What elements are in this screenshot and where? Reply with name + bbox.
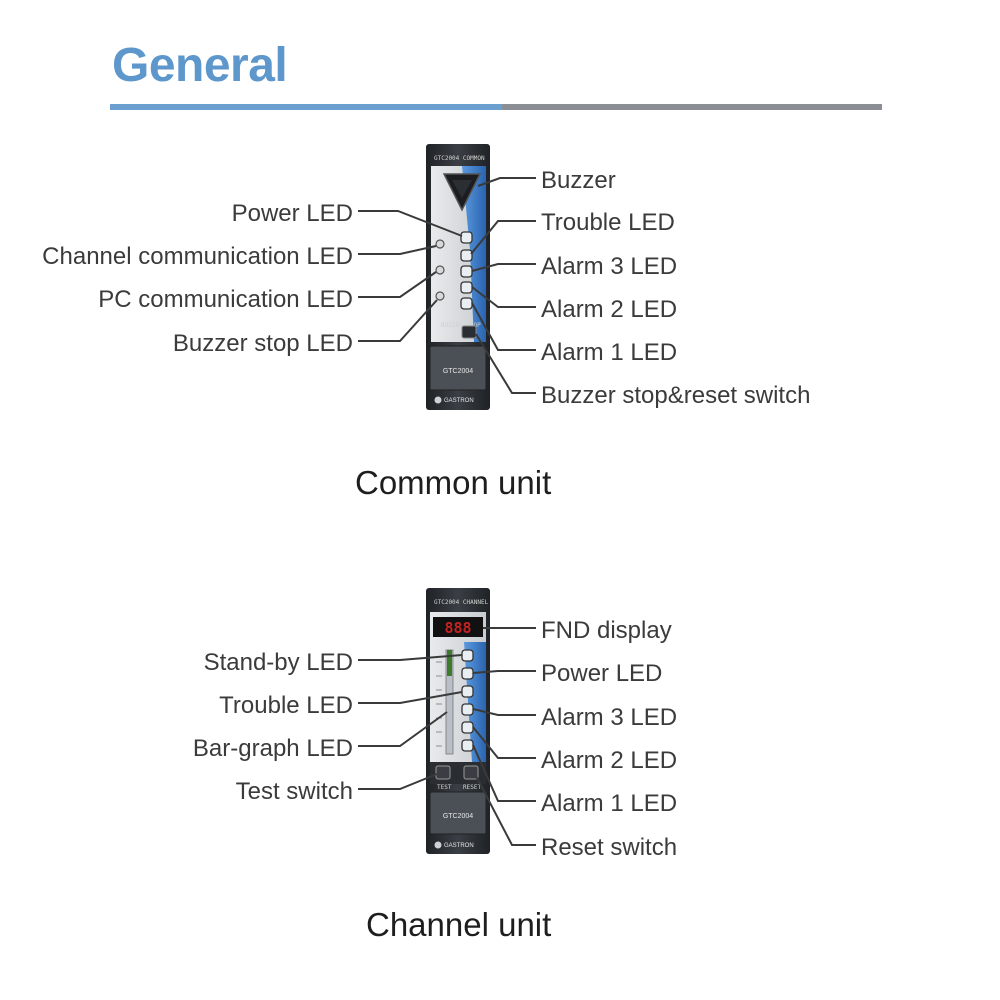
common-unit-device: GTC2004 COMMON BUZZER STOP GTC2004 GASTR… bbox=[426, 144, 490, 410]
common-device-blue-stripe bbox=[462, 166, 486, 342]
common-right-label-trouble-led: Trouble LED bbox=[541, 209, 675, 236]
test-switch-key-text: TEST bbox=[437, 784, 452, 791]
channel-alarm-2-led-icon bbox=[461, 721, 474, 734]
page-title: General bbox=[112, 39, 288, 92]
common-leader-lines bbox=[358, 177, 536, 394]
common-left-label-channel-communication-led: Channel communication LED bbox=[42, 243, 353, 270]
channel-right-label-alarm-3-led: Alarm 3 LED bbox=[541, 704, 677, 731]
common-brand-logo-icon bbox=[434, 396, 442, 404]
channel-trouble-led-icon bbox=[461, 685, 474, 698]
stand-by-led-icon bbox=[461, 649, 474, 662]
channel-right-label-fnd-display: FND display bbox=[541, 617, 672, 644]
channel-leader-lines bbox=[358, 627, 536, 846]
channel-left-label-test-switch: Test switch bbox=[236, 778, 353, 805]
fnd-display-digits: 888 bbox=[444, 619, 471, 637]
channel-left-label-trouble-led: Trouble LED bbox=[219, 692, 353, 719]
channel-right-label-alarm-2-led: Alarm 2 LED bbox=[541, 747, 677, 774]
channel-unit-device: GTC2004 CHANNEL 888 TEST RESET GTC2004 bbox=[426, 588, 490, 854]
channel-brand-logo-icon bbox=[434, 841, 442, 849]
channel-device-model: GTC2004 bbox=[443, 813, 473, 820]
common-right-label-buzzer: Buzzer bbox=[541, 167, 616, 194]
title-underline-accent bbox=[110, 104, 502, 110]
common-device-brand: GASTRON bbox=[444, 398, 474, 404]
common-unit-caption: Common unit bbox=[355, 464, 552, 501]
buzzer-stop-led-icon bbox=[435, 291, 445, 301]
common-right-label-buzzer-stop-reset-switch: Buzzer stop&reset switch bbox=[541, 382, 810, 409]
channel-right-label-power-led: Power LED bbox=[541, 660, 662, 687]
channel-device-cover bbox=[429, 791, 487, 835]
reset-switch-icon bbox=[463, 765, 479, 780]
trouble-led-icon bbox=[460, 249, 473, 262]
alarm-1-led-icon bbox=[460, 297, 473, 310]
channel-right-label-reset-switch: Reset switch bbox=[541, 834, 677, 861]
common-device-model: GTC2004 bbox=[443, 368, 473, 375]
test-switch-icon bbox=[435, 765, 451, 780]
channel-power-led-icon bbox=[461, 667, 474, 680]
channel-left-label-bar-graph-led: Bar-graph LED bbox=[193, 735, 353, 762]
alarm-2-led-icon bbox=[460, 281, 473, 294]
reset-switch-key-text: RESET bbox=[463, 784, 481, 791]
common-left-label-pc-communication-led: PC communication LED bbox=[98, 286, 353, 313]
title-underline-gray bbox=[502, 104, 882, 110]
fnd-display-icon bbox=[433, 617, 483, 637]
channel-device-top-text: GTC2004 CHANNEL bbox=[434, 599, 489, 606]
channel-alarm-1-led-icon bbox=[461, 739, 474, 752]
channel-device-brand: GASTRON bbox=[444, 843, 474, 849]
channel-right-label-alarm-1-led: Alarm 1 LED bbox=[541, 790, 677, 817]
common-right-label-alarm-1-led: Alarm 1 LED bbox=[541, 339, 677, 366]
common-right-label-alarm-3-led: Alarm 3 LED bbox=[541, 253, 677, 280]
channel-communication-led-icon bbox=[435, 239, 445, 249]
common-device-cover bbox=[429, 345, 487, 391]
alarm-3-led-icon bbox=[460, 265, 473, 278]
pc-communication-led-icon bbox=[435, 265, 445, 275]
power-led-icon bbox=[460, 231, 473, 244]
channel-left-label-stand-by-led: Stand-by LED bbox=[204, 649, 353, 676]
common-right-label-alarm-2-led: Alarm 2 LED bbox=[541, 296, 677, 323]
common-left-label-buzzer-stop-led: Buzzer stop LED bbox=[173, 330, 353, 357]
channel-unit-caption: Channel unit bbox=[366, 906, 552, 943]
common-device-top-text: GTC2004 COMMON bbox=[434, 155, 485, 162]
common-left-label-power-led: Power LED bbox=[232, 200, 353, 227]
buzzer-stop-reset-switch-icon bbox=[461, 325, 477, 339]
common-switch-text: BUZZER STOP bbox=[441, 322, 481, 329]
channel-alarm-3-led-icon bbox=[461, 703, 474, 716]
